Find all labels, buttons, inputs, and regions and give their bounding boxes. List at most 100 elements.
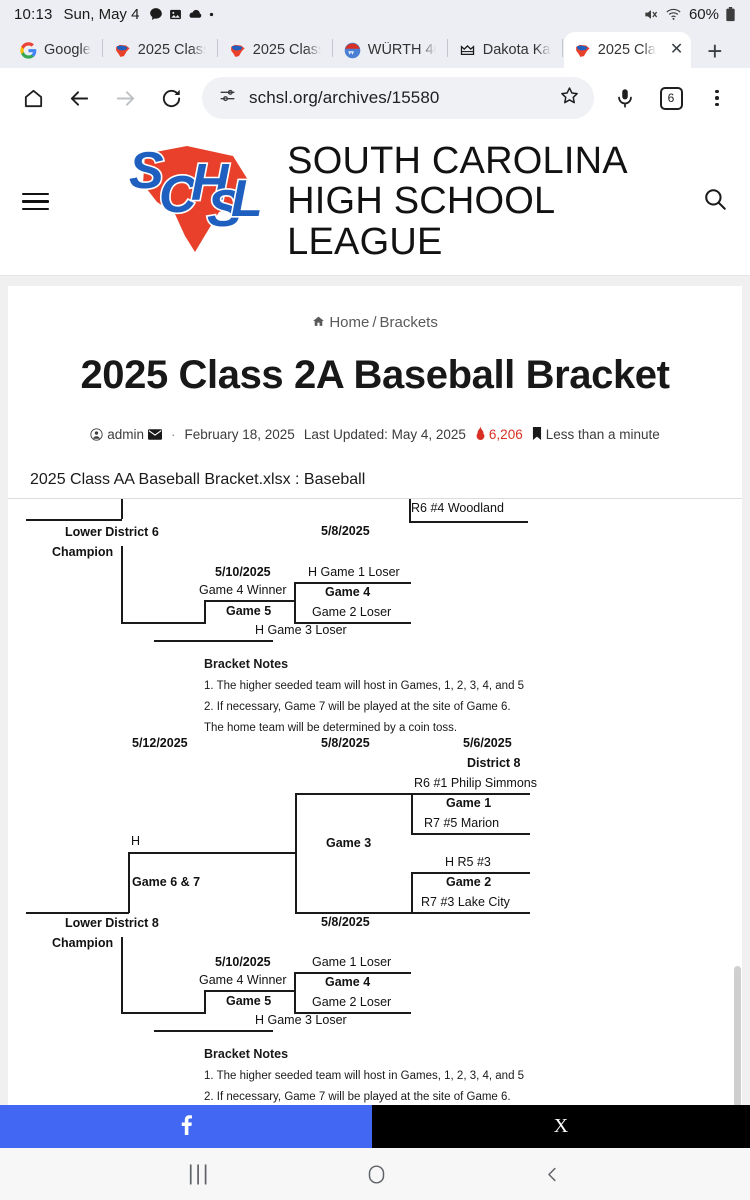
bracket-line xyxy=(128,852,296,854)
back-button[interactable] xyxy=(58,77,100,119)
bracket-game1-loser-top: H Game 1 Loser xyxy=(308,565,400,579)
published-date: February 18, 2025 xyxy=(184,427,295,442)
bracket-game5-top: Game 5 xyxy=(226,604,272,618)
schsl-logo: S C H S L xyxy=(115,140,265,263)
bracket-game2-loser-top: Game 2 Loser xyxy=(312,605,392,619)
bracket-line xyxy=(154,1030,273,1032)
bracket-district-8: District 8 xyxy=(467,756,521,770)
bracket-line xyxy=(409,521,528,523)
tab-title: 2025 Cla xyxy=(597,42,656,58)
bracket-line xyxy=(121,622,205,624)
reload-button[interactable] xyxy=(150,77,192,119)
bracket-line xyxy=(121,937,123,1012)
bracket-line xyxy=(295,912,412,914)
hamburger-icon[interactable] xyxy=(22,192,50,211)
address-bar[interactable]: schsl.org/archives/15580 xyxy=(202,77,594,119)
breadcrumb-current: Brackets xyxy=(379,314,438,331)
url-text: schsl.org/archives/15580 xyxy=(249,88,440,107)
browser-tab-2025-class-1[interactable]: 2025 Class xyxy=(104,32,216,68)
status-date: Sun, May 4 xyxy=(63,5,140,23)
bookmark-icon xyxy=(532,426,542,443)
home-button[interactable] xyxy=(12,77,54,119)
forward-button[interactable] xyxy=(104,77,146,119)
browser-tab-active-2025-cla[interactable]: 2025 Cla ✕ xyxy=(563,32,692,68)
document-divider xyxy=(8,498,742,499)
notes-line-3: The home team will be determined by a co… xyxy=(204,722,458,734)
bracket-line xyxy=(204,600,206,624)
brand-line-2: HIGH SCHOOL LEAGUE xyxy=(287,180,554,263)
bracket-team-woodland: R6 #4 Woodland xyxy=(411,501,504,515)
bracket-line xyxy=(154,640,273,642)
user-icon xyxy=(90,427,103,442)
browser-tab-wurth[interactable]: WÜRTH 40 xyxy=(334,32,446,68)
bracket-champion-label: Champion xyxy=(52,545,114,559)
breadcrumb-home[interactable]: Home xyxy=(329,314,370,331)
x-logo-icon: X xyxy=(553,1115,569,1137)
view-count: 6,206 xyxy=(475,426,523,443)
notes-line-2: 2. If necessary, Game 7 will be played a… xyxy=(204,701,511,713)
page-scrollbar[interactable] xyxy=(734,966,741,1111)
notes-line-1: 1. The higher seeded team will host in G… xyxy=(204,680,525,692)
page-title: 2025 Class 2A Baseball Bracket xyxy=(80,353,670,397)
back-chevron-icon[interactable] xyxy=(543,1165,562,1184)
kebab-menu-icon xyxy=(715,89,719,107)
bracket-line xyxy=(294,1012,411,1014)
schsl-icon xyxy=(574,42,591,59)
wurth-icon xyxy=(344,42,361,59)
star-icon[interactable] xyxy=(559,85,580,111)
tab-divider xyxy=(331,39,333,57)
envelope-icon[interactable] xyxy=(147,427,162,442)
bracket-game67: Game 6 & 7 xyxy=(132,875,201,889)
microphone-button[interactable] xyxy=(604,77,646,119)
bracket-line xyxy=(294,972,296,1014)
breadcrumb: Home/Brackets xyxy=(8,314,742,331)
search-icon[interactable] xyxy=(702,186,728,217)
battery-percent: 60% xyxy=(688,5,719,23)
page-info-icon[interactable] xyxy=(218,86,237,110)
article-meta: admin · February 18, 2025 Last Updated: … xyxy=(8,426,742,443)
dot-icon xyxy=(209,12,214,17)
android-nav-bar: ||| xyxy=(0,1148,750,1200)
bracket-line xyxy=(411,833,530,835)
svg-text:S: S xyxy=(207,180,242,238)
bracket-line xyxy=(121,546,123,622)
browser-tab-google[interactable]: Google xyxy=(10,32,101,68)
share-facebook-button[interactable] xyxy=(0,1105,372,1148)
bracket-date-game67: 5/12/2025 xyxy=(132,736,188,750)
home-circle-icon[interactable] xyxy=(366,1164,387,1185)
bracket-game4-winner-bottom: Game 4 Winner xyxy=(199,973,287,987)
bracket-date-game3: 5/8/2025 xyxy=(321,736,370,750)
breadcrumb-separator: / xyxy=(372,314,377,331)
recents-button[interactable]: ||| xyxy=(187,1162,211,1185)
new-tab-button[interactable]: + xyxy=(707,36,723,66)
bracket-game5-bottom: Game 5 xyxy=(226,994,272,1008)
tab-title: WÜRTH 40 xyxy=(367,42,436,58)
svg-text:L: L xyxy=(231,170,263,228)
notes-line-2: 2. If necessary, Game 7 will be played a… xyxy=(204,1091,511,1103)
site-header: S C H S L SOUTH CAROLINA HIGH SCHOOL LEA… xyxy=(0,128,750,276)
bracket-champion-label-bottom: Champion xyxy=(52,936,114,950)
view-count-value: 6,206 xyxy=(488,427,523,442)
browser-tab-dakota-kai[interactable]: Dakota Kai xyxy=(449,32,561,68)
bracket-team-lake-city: R7 #3 Lake City xyxy=(421,895,510,909)
bracket-line xyxy=(411,793,413,833)
page-viewport[interactable]: S C H S L SOUTH CAROLINA HIGH SCHOOL LEA… xyxy=(0,128,750,1123)
notes-heading: Bracket Notes xyxy=(204,1047,289,1061)
share-x-button[interactable]: X xyxy=(372,1105,750,1148)
close-icon[interactable]: ✕ xyxy=(669,41,684,58)
browser-menu-button[interactable] xyxy=(696,77,738,119)
tab-count-button[interactable]: 6 xyxy=(650,77,692,119)
author-info: admin xyxy=(90,427,162,442)
bracket-line xyxy=(128,852,130,913)
facebook-icon xyxy=(175,1113,197,1140)
image-icon xyxy=(169,8,182,21)
google-icon xyxy=(20,41,37,59)
browser-tab-2025-class-2[interactable]: 2025 Class xyxy=(219,32,331,68)
cloud-icon xyxy=(188,8,203,20)
mute-icon xyxy=(643,7,659,22)
tab-title: Dakota Kai xyxy=(482,42,551,58)
bracket-game2: Game 2 xyxy=(446,875,492,889)
bracket-game1-loser-bottom: Game 1 Loser xyxy=(312,955,392,969)
bracket-line xyxy=(294,972,411,974)
site-brand[interactable]: S C H S L SOUTH CAROLINA HIGH SCHOOL LEA… xyxy=(115,140,702,263)
